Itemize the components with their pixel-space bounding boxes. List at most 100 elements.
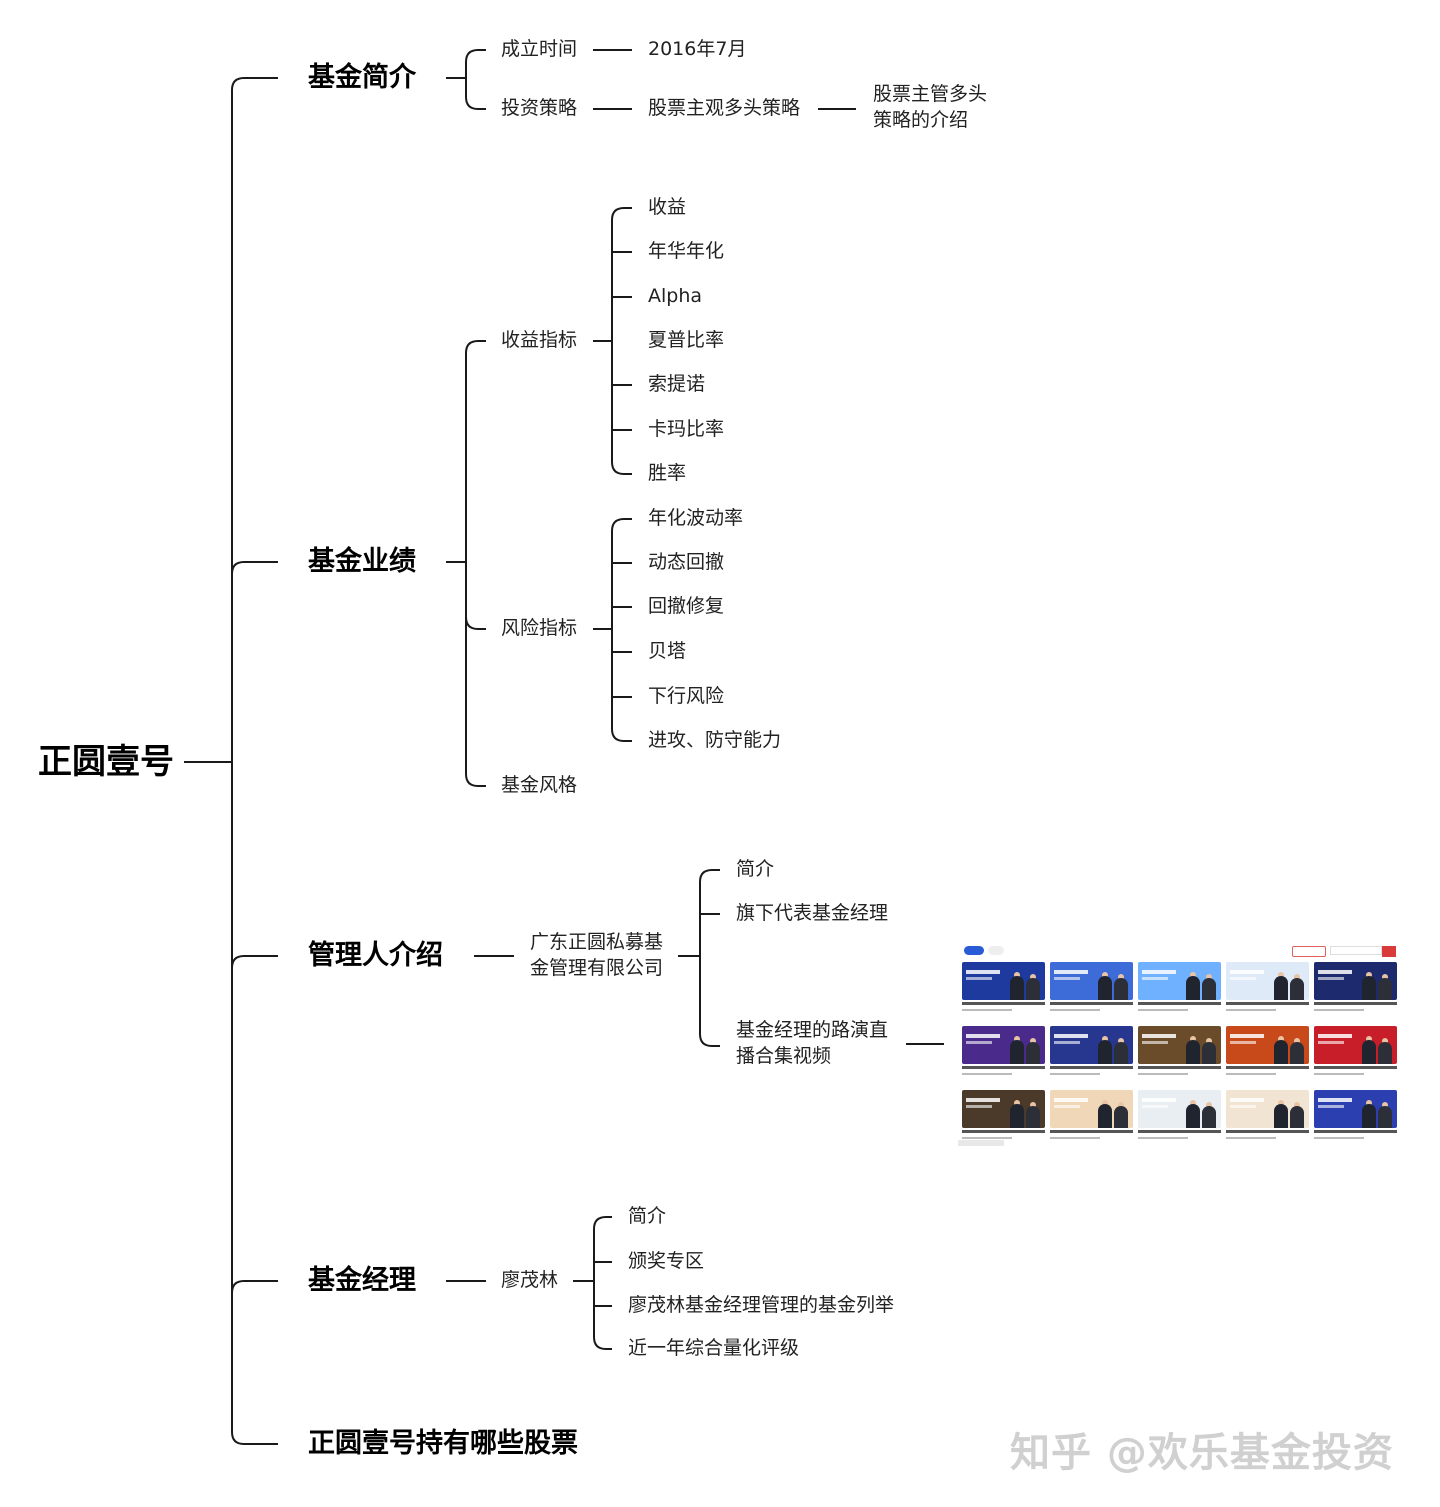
root-topic[interactable]: 正圆壹号	[38, 742, 174, 782]
thumbnail-url-bar	[958, 1140, 1004, 1146]
thumbnail-card-meta	[1314, 1137, 1364, 1139]
thumbnail-card-caption	[1138, 1066, 1221, 1069]
thumbnail-card-meta	[1138, 1137, 1188, 1139]
topic-fund-intro[interactable]: 基金简介	[308, 62, 416, 93]
trunk-to-manager-intro	[231, 955, 278, 969]
thumbnail-toolbar	[960, 946, 1396, 957]
node-strategy-value[interactable]: 股票主观多头策略	[648, 97, 801, 119]
thumbnail-card	[1138, 1026, 1221, 1086]
risk-item[interactable]: 回撤修复	[648, 595, 725, 617]
risk-item[interactable]: 下行风险	[648, 685, 725, 707]
root-trunk	[231, 77, 278, 1445]
fund-manager-item[interactable]: 简介	[628, 1205, 667, 1227]
trunk-to-performance	[231, 561, 278, 575]
thumbnail-card-image	[1226, 1090, 1309, 1128]
fund-manager-item[interactable]: 颁奖专区	[628, 1250, 705, 1272]
performance-fork	[465, 340, 486, 787]
return-item[interactable]: 卡玛比率	[648, 418, 725, 440]
thumbnail-card	[1314, 1090, 1397, 1150]
thumbnail-card-meta	[962, 1073, 1012, 1075]
node-fund-style[interactable]: 基金风格	[501, 774, 578, 796]
node-return-metrics[interactable]: 收益指标	[501, 329, 578, 351]
thumbnail-card-caption	[1314, 1002, 1397, 1005]
thumbnail-card-meta	[1050, 1073, 1100, 1075]
thumbnail-card-image	[962, 1026, 1045, 1064]
thumbnail-card-image	[1226, 962, 1309, 1000]
thumbnail-card-image	[962, 962, 1045, 1000]
thumbnail-card	[962, 962, 1045, 1022]
node-strategy-note[interactable]: 股票主管多头策略的介绍	[873, 83, 988, 131]
thumbnail-card-image	[1314, 1090, 1397, 1128]
thumbnail-card-image	[962, 1090, 1045, 1128]
thumbnail-card-caption	[1050, 1130, 1133, 1133]
thumbnail-card	[962, 1026, 1045, 1086]
node-risk-metrics[interactable]: 风险指标	[501, 617, 578, 639]
thumbnail-card	[1226, 962, 1309, 1022]
thumbnail-card-caption	[1314, 1066, 1397, 1069]
return-fork	[611, 207, 632, 475]
thumbnail-card-caption	[1138, 1130, 1221, 1133]
node-strategy[interactable]: 投资策略	[501, 97, 578, 119]
thumbnail-card-meta	[1226, 1137, 1276, 1139]
return-item[interactable]: 收益	[648, 196, 687, 218]
topic-fund-performance[interactable]: 基金业绩	[308, 546, 416, 577]
intro-fork	[465, 49, 486, 110]
thumbnail-card-meta	[1314, 1009, 1364, 1011]
return-item[interactable]: 索提诺	[648, 373, 706, 395]
thumbnail-card-caption	[1226, 1066, 1309, 1069]
manager-item[interactable]: 简介	[736, 858, 775, 880]
thumbnail-card-image	[1138, 962, 1221, 1000]
trunk-to-fund-manager	[231, 1280, 278, 1294]
thumbnail-card-image	[1050, 1026, 1133, 1064]
thumbnail-card-caption	[962, 1002, 1045, 1005]
thumbnail-card	[1050, 1090, 1133, 1150]
risk-item[interactable]: 年化波动率	[648, 507, 744, 529]
topic-fund-manager[interactable]: 基金经理	[308, 1265, 416, 1296]
thumbnail-card-image	[1138, 1026, 1221, 1064]
risk-fork	[611, 518, 632, 742]
thumbnail-card	[1138, 1090, 1221, 1150]
return-item[interactable]: 胜率	[648, 462, 687, 484]
thumbnail-card-meta	[1050, 1137, 1100, 1139]
fund-manager-item[interactable]: 廖茂林基金经理管理的基金列举	[628, 1294, 895, 1316]
return-item[interactable]: 年华年化	[648, 240, 725, 262]
risk-item[interactable]: 贝塔	[648, 640, 687, 662]
manager-item[interactable]: 旗下代表基金经理	[736, 902, 889, 924]
thumbnail-card	[1226, 1026, 1309, 1086]
watermark: 知乎 @欢乐基金投资	[1010, 1430, 1394, 1476]
thumbnail-card-meta	[1226, 1073, 1276, 1075]
thumbnail-card-meta	[962, 1009, 1012, 1011]
thumbnail-card-caption	[1314, 1130, 1397, 1133]
manager-item[interactable]: 基金经理的路演直播合集视频	[736, 1019, 889, 1067]
thumbnail-card-caption	[1226, 1130, 1309, 1133]
return-item[interactable]: Alpha	[648, 285, 703, 307]
thumbnail-card-caption	[962, 1066, 1045, 1069]
node-established-value[interactable]: 2016年7月	[648, 38, 747, 60]
topic-manager-intro[interactable]: 管理人介绍	[308, 940, 443, 971]
node-established[interactable]: 成立时间	[501, 38, 578, 60]
thumbnail-card	[1050, 1026, 1133, 1086]
thumbnail-card-image	[1050, 962, 1133, 1000]
fund-manager-item[interactable]: 近一年综合量化评级	[628, 1337, 800, 1359]
thumbnail-card-caption	[962, 1130, 1045, 1133]
return-item[interactable]: 夏普比率	[648, 329, 725, 351]
thumbnail-card-caption	[1050, 1066, 1133, 1069]
thumbnail-card-caption	[1050, 1002, 1133, 1005]
video-collection-thumbnail[interactable]	[956, 940, 1400, 1148]
thumbnail-card	[1314, 962, 1397, 1022]
topic-holdings[interactable]: 正圆壹号持有哪些股票	[308, 1428, 578, 1459]
thumbnail-button	[1292, 946, 1326, 957]
risk-item[interactable]: 动态回撤	[648, 551, 725, 573]
thumbnail-card	[962, 1090, 1045, 1150]
thumbnail-card-meta	[1138, 1009, 1188, 1011]
thumbnail-tab	[988, 946, 1004, 955]
thumbnail-card-caption	[1226, 1002, 1309, 1005]
node-company[interactable]: 广东正圆私募基金管理有限公司	[530, 931, 664, 979]
thumbnail-card	[1138, 962, 1221, 1022]
thumbnail-card-meta	[1138, 1073, 1188, 1075]
node-manager-name[interactable]: 廖茂林	[501, 1269, 559, 1291]
thumbnail-search-button	[1382, 946, 1396, 957]
risk-item[interactable]: 进攻、防守能力	[648, 729, 782, 751]
